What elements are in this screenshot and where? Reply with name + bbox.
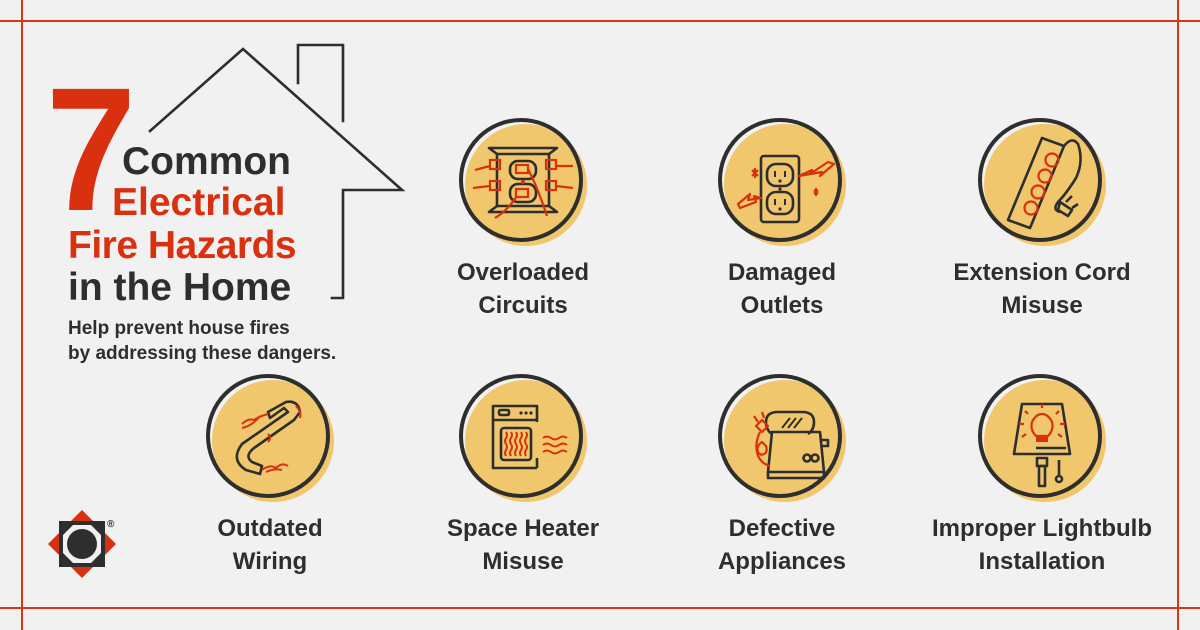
hazard-label-line2: Outlets	[740, 292, 824, 319]
hazard-card-outdated-wiring: Outdated Wiring	[150, 372, 390, 578]
extension-cord-icon	[1006, 136, 1082, 230]
title-line-fire-hazards: Fire Hazards	[68, 224, 297, 267]
lamp-lightbulb-icon	[1012, 402, 1072, 488]
title-number: 7	[46, 52, 136, 248]
frame-line-left	[21, 0, 23, 630]
subtitle: Help prevent house fires by addressing t…	[68, 316, 336, 366]
hazard-label-line1: Damaged	[727, 259, 837, 286]
hazard-label-line1: Defective	[728, 515, 836, 542]
icon-ring	[459, 374, 583, 498]
frame-line-bottom	[0, 607, 1200, 609]
hazard-card-space-heater: Space Heater Misuse	[403, 372, 643, 578]
hazard-label-line2: Appliances	[717, 548, 847, 575]
frame-line-right	[1177, 0, 1179, 630]
overloaded-circuits-icon	[472, 146, 574, 219]
hazard-label-line1: Extension Cord	[953, 259, 1131, 286]
hazard-card-damaged-outlets: Damaged Outlets	[662, 116, 902, 322]
frame-line-top	[0, 20, 1200, 22]
hazard-card-defective-appliances: Defective Appliances	[662, 372, 902, 578]
hazard-label-line2: Misuse	[1001, 292, 1083, 319]
hazard-label-line1: Outdated	[217, 515, 323, 542]
icon-ring	[718, 374, 842, 498]
title-line-common: Common	[122, 140, 291, 183]
hazard-card-improper-lightbulb: Improper Lightbulb Installation	[922, 372, 1162, 578]
hazard-label-line2: Wiring	[232, 548, 308, 575]
hazard-label-line2: Circuits	[478, 292, 568, 319]
hazard-label-line2: Misuse	[482, 548, 564, 575]
icon-ring	[206, 374, 330, 498]
icon-ring	[718, 118, 842, 242]
brand-logo-icon	[48, 510, 116, 578]
icon-ring	[459, 118, 583, 242]
icon-ring	[978, 118, 1102, 242]
hazard-card-overloaded-circuits: Overloaded Circuits	[403, 116, 643, 322]
subtitle-line-2: by addressing these dangers.	[68, 343, 337, 364]
registered-mark: ®	[107, 519, 115, 530]
hazard-label-line1: Overloaded	[456, 259, 590, 286]
hazard-label-line2: Installation	[978, 548, 1106, 575]
title-line-electrical: Electrical	[112, 181, 286, 224]
hazard-label-line1: Space Heater	[446, 515, 600, 542]
icon-ring	[978, 374, 1102, 498]
subtitle-line-1: Help prevent house fires	[68, 318, 290, 339]
defective-toaster-icon	[753, 410, 830, 480]
title-line-in-the-home: in the Home	[68, 266, 292, 309]
hazard-label-line1: Improper Lightbulb	[932, 515, 1152, 542]
hazard-card-extension-cord: Extension Cord Misuse	[922, 116, 1162, 322]
space-heater-icon	[491, 404, 568, 470]
damaged-outlet-icon	[736, 154, 836, 224]
outdated-wiring-icon	[235, 400, 302, 476]
